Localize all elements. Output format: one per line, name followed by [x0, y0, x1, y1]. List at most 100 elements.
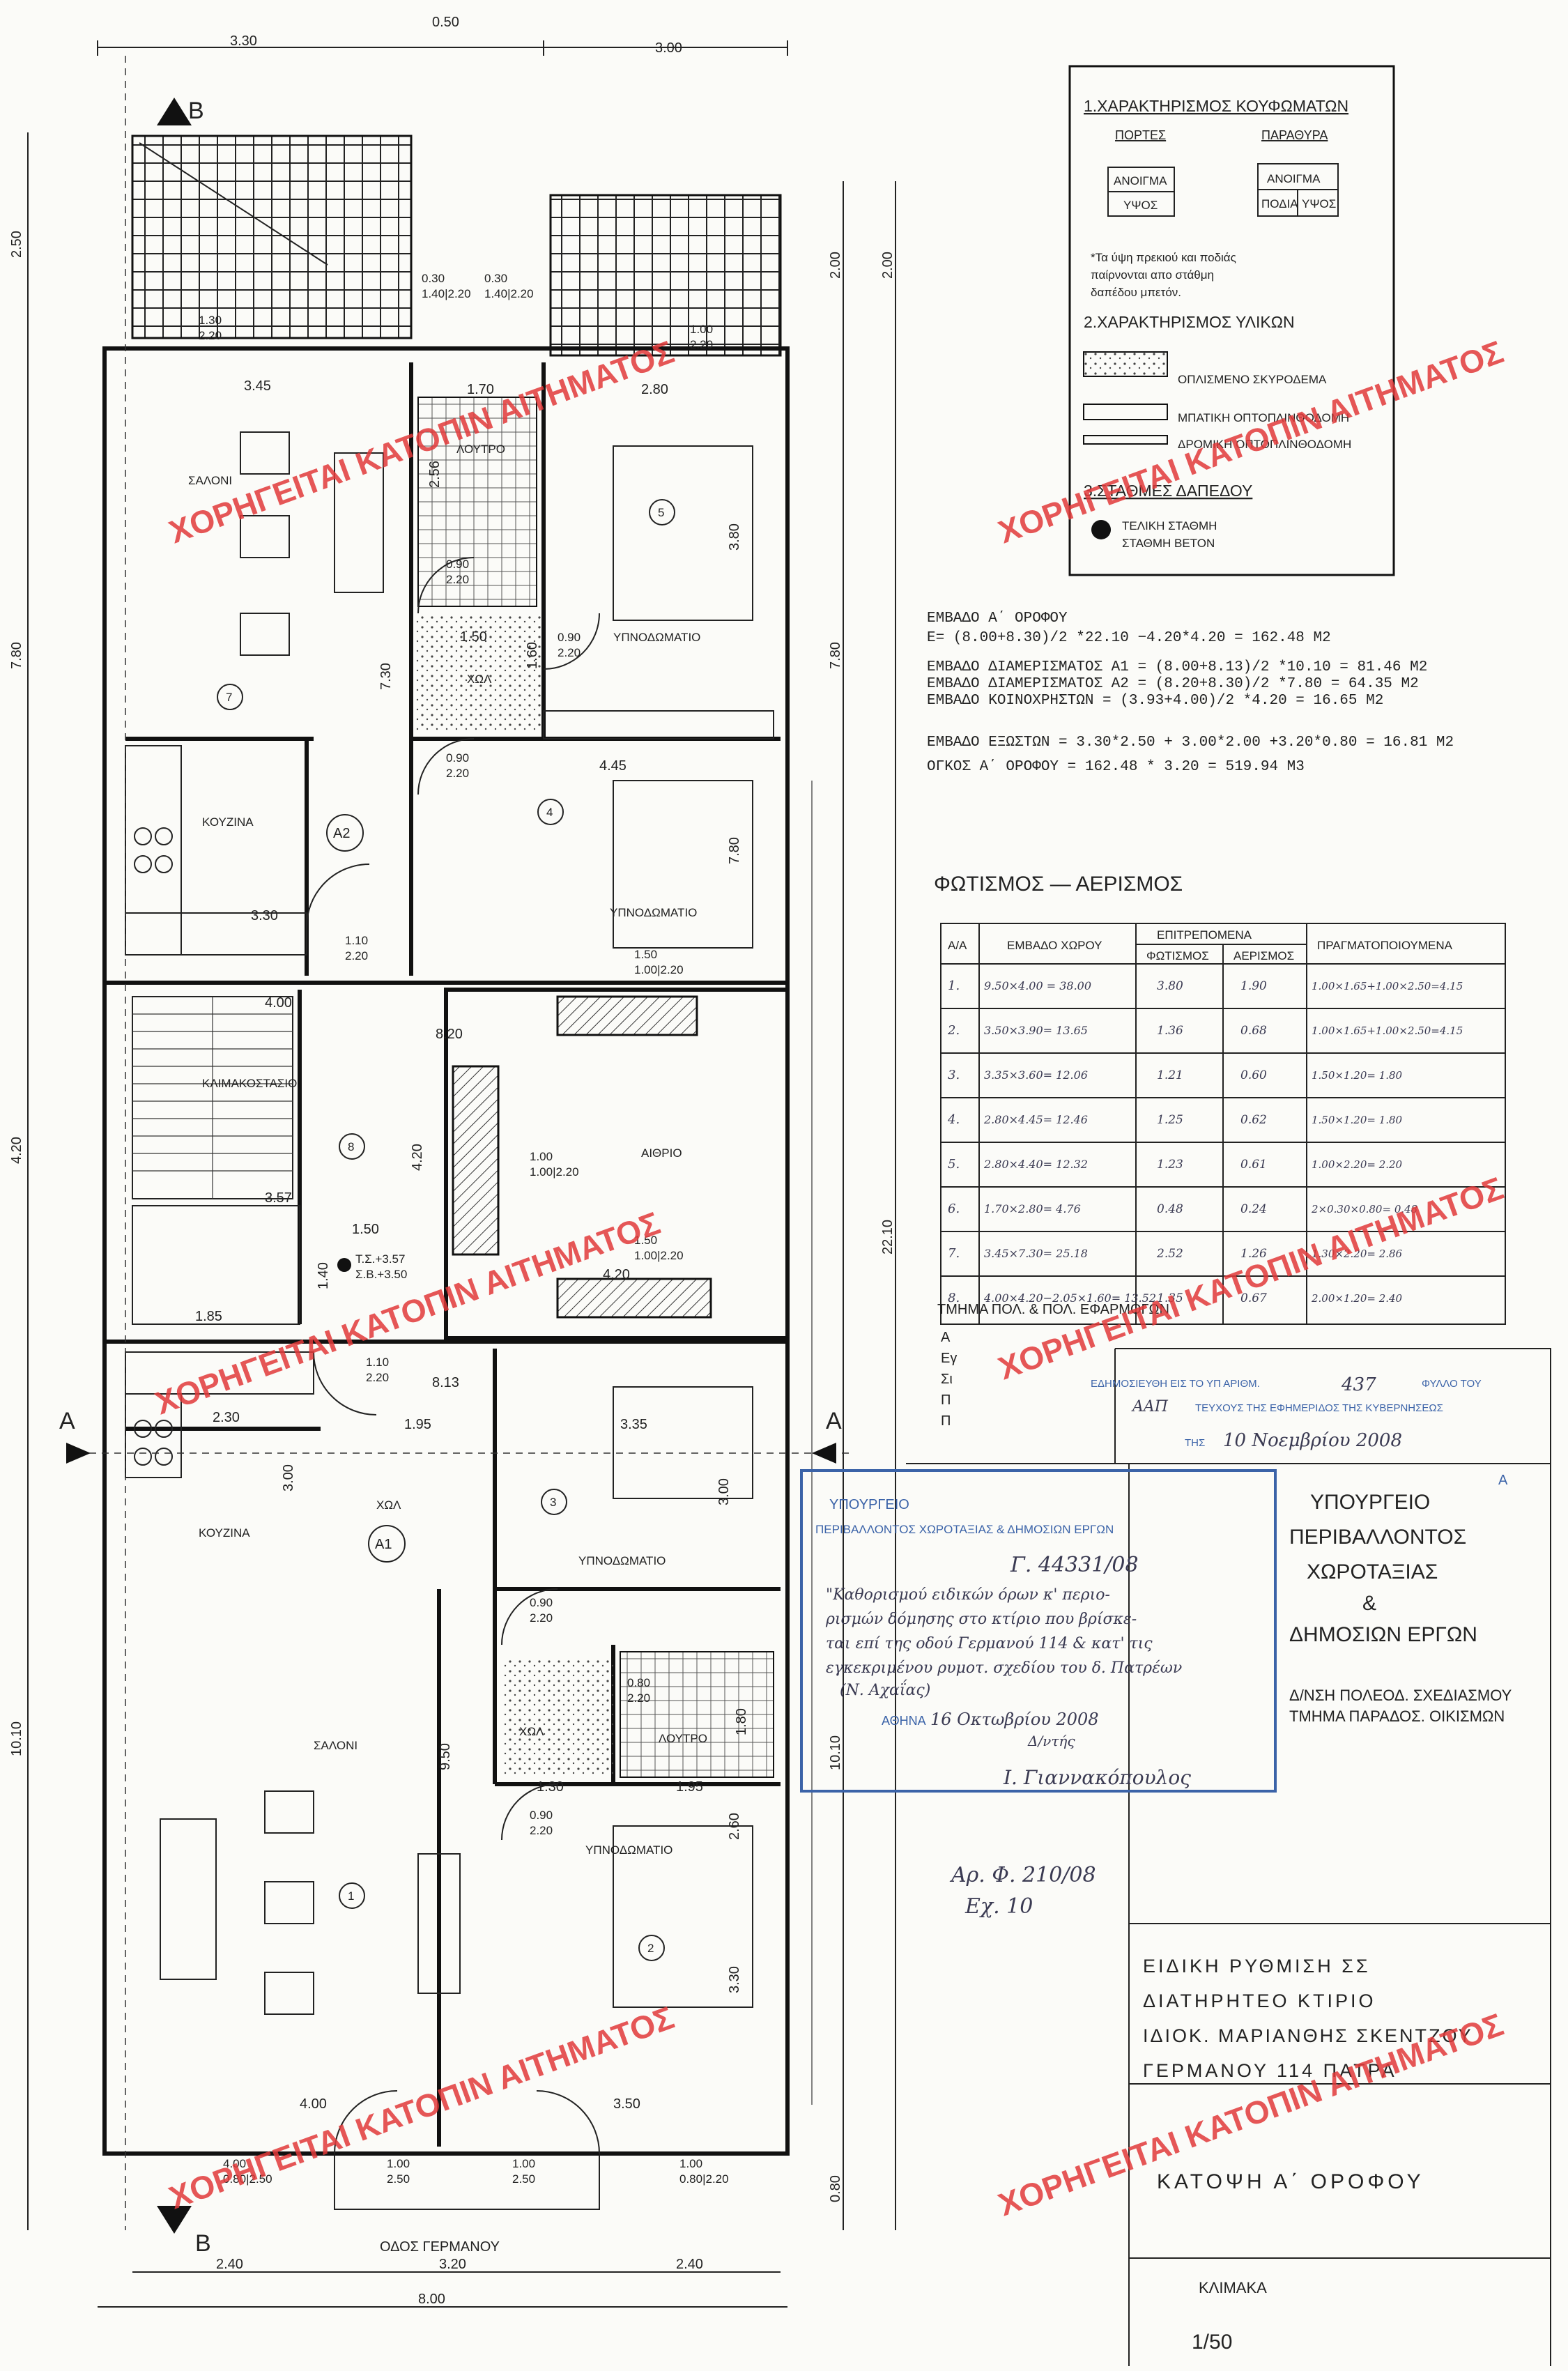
- dim-v780: 7.80: [727, 837, 742, 864]
- dim-345: 3.45: [244, 378, 271, 394]
- lighting-cell: 6.: [948, 1202, 960, 1216]
- svg-text:1.30: 1.30: [199, 314, 222, 327]
- approval-signature: Ι. Γιαννακόπουλος: [1003, 1766, 1191, 1789]
- lighting-col-real: ΠΡΑΓΜΑΤΟΠΟΙΟΥΜΕΝΑ: [1317, 939, 1453, 952]
- lighting-col-allowed: ΕΠΙΤΡΕΠΟΜΕΝΑ: [1157, 928, 1252, 942]
- ministry-line: ΔΗΜΟΣΙΩΝ ΕΡΓΩΝ: [1289, 1623, 1477, 1646]
- department-line: Εγ: [941, 1351, 957, 1366]
- svg-text:0.30: 0.30: [422, 272, 445, 285]
- approval-stamp: ΥΠΟΥΡΓΕΙΟ ΠΕΡΙΒΑΛΛΟΝΤΟΣ ΧΩΡΟΤΑΞΙΑΣ & ΔΗΜ…: [800, 1469, 1277, 1793]
- legend-door-top: ΑΝΟΙΓΜΑ: [1114, 174, 1167, 187]
- project-title-line: ΕΙΔΙΚΗ ΡΥΘΜΙΣΗ ΣΣ: [1143, 1956, 1371, 1977]
- dim-top-right: 3.00: [655, 40, 682, 56]
- department-line: Σι: [941, 1372, 953, 1387]
- svg-text:1.00|2.20: 1.00|2.20: [634, 1249, 684, 1262]
- project-title-line: ΔΙΑΤΗΡΗΤΕΟ ΚΤΙΡΙΟ: [1143, 1990, 1376, 2011]
- department-block: ΤΜΗΜΑ ΠΟΛ. & ΠΟΛ. ΕΦΑΡΜΟΓΩΝ Α Εγ Σι Π Π: [937, 1302, 1169, 1429]
- lighting-table: Α/Α ΕΜΒΑΔΟ ΧΩΡΟΥ ΕΠΙΤΡΕΠΟΜΕΝΑ ΦΩΤΙΣΜΟΣ Α…: [940, 923, 1506, 1325]
- dim-v300a: 3.00: [716, 1478, 732, 1505]
- area-line: ΕΜΒΑΔΟ ΚΟΙΝΟΧΡΗΣΤΩΝ = (3.93+4.00)/2 *4.2…: [927, 693, 1383, 709]
- hall-floor-top: [415, 613, 544, 732]
- lighting-cell: 1.90: [1240, 979, 1267, 993]
- opening-tag: 0.80 2.20: [627, 1676, 650, 1705]
- level-top: T.Σ.+3.57: [355, 1252, 405, 1266]
- section-lines: [77, 56, 850, 2230]
- svg-text:1.40|2.20: 1.40|2.20: [422, 287, 471, 300]
- legend-material-3: ΔΡΟΜΙΚΗ ΟΠΤΟΠΛΙΝΘΟΔΟΜΗ: [1178, 438, 1351, 451]
- lighting-cell: 3.35×3.60= 12.06: [984, 1068, 1088, 1082]
- approval-text: ρισμών δόμησης στο κτίριο που βρίσκε-: [825, 1611, 1137, 1628]
- room-ypnod-4: ΥΠΝΟΔΩΜΑΤΙΟ: [610, 906, 697, 919]
- dim-185: 1.85: [195, 1309, 222, 1324]
- svg-text:1.00: 1.00: [512, 2157, 535, 2170]
- svg-text:0.80: 0.80: [627, 1676, 650, 1689]
- section-mark-a-right: A: [826, 1408, 843, 1434]
- section-mark-b-bottom: B: [195, 2230, 212, 2257]
- gazette-number: 437: [1341, 1374, 1376, 1395]
- room-number-4: 4: [546, 806, 553, 819]
- section-arrow-a-right: [812, 1443, 836, 1464]
- ministry-line: &: [1362, 1592, 1376, 1615]
- watermark: ΧΟΡΗΓΕΙΤΑΙ ΚΑΤΟΠΙΝ ΑΙΤΗΜΑΤΟΣ: [164, 1999, 679, 2216]
- legend-window-sill: ΠΟΔΙΑ: [1261, 197, 1298, 210]
- room-loutro-top: ΛΟΥΤΡΟ: [456, 443, 505, 456]
- dim-820: 8.20: [436, 1027, 463, 1042]
- department-line: Α: [941, 1330, 951, 1345]
- lighting-cell: 3.: [948, 1068, 960, 1082]
- room-numbers: 7 5 4 8 3 1 2 A2 A1: [217, 499, 675, 1961]
- project-title: ΕΙΔΙΚΗ ΡΥΘΜΙΣΗ ΣΣ ΔΙΑΤΗΡΗΤΕΟ ΚΤΙΡΙΟ ΙΔΙΟ…: [1143, 1956, 1473, 2081]
- room-kouzina-top: ΚΟΥΖΙΝΑ: [202, 815, 254, 829]
- dim-left-250: 2.50: [9, 231, 24, 258]
- section-mark-a-left: A: [59, 1408, 76, 1434]
- opening-tag: 0.902.20: [530, 1809, 553, 1837]
- legend-material-2: ΜΠΑΤΙΚΗ ΟΠΤΟΠΛΙΝΘΟΔΟΜΗ: [1178, 411, 1349, 424]
- scale-value: 1/50: [1192, 2331, 1232, 2354]
- gazette-date: 10 Νοεμβρίου 2008: [1223, 1430, 1402, 1451]
- apartment-a1-label: A1: [375, 1537, 392, 1552]
- gazette-mark: Α: [1498, 1473, 1508, 1488]
- lighting-cell: 1.26: [1240, 1247, 1267, 1261]
- svg-text:2.20: 2.20: [627, 1691, 650, 1705]
- dim-left-420: 4.20: [9, 1137, 24, 1164]
- lighting-cell: 1.70×2.80= 4.76: [984, 1202, 1081, 1215]
- project-title-line: ΙΔΙΟΚ. ΜΑΡΙΑΝΘΗΣ ΣΚΕΝΤΖΟΥ: [1143, 2025, 1473, 2046]
- section-arrow-b-bottom: [157, 2206, 192, 2234]
- svg-text:1.10: 1.10: [366, 1356, 389, 1369]
- room-number-5: 5: [658, 506, 664, 519]
- dim-400a: 4.00: [265, 995, 292, 1011]
- ministry-line: ΠΕΡΙΒΑΛΛΟΝΤΟΣ: [1289, 1526, 1466, 1549]
- scale-label: ΚΛΙΜΑΚΑ: [1199, 2279, 1267, 2296]
- dim-v256: 2.56: [427, 461, 443, 488]
- svg-text:1.00: 1.00: [679, 2157, 702, 2170]
- room-xol-mid: ΧΩΛ: [519, 1725, 544, 1738]
- legend-level-1: ΤΕΛΙΚΗ ΣΤΑΘΜΗ: [1122, 519, 1217, 532]
- legend-level-icon: [1091, 520, 1111, 539]
- opening-tag: 1.002.20: [690, 323, 713, 351]
- dim-350: 3.50: [613, 2096, 640, 2112]
- dim-335: 3.35: [620, 1417, 647, 1432]
- dim-left-1010: 10.10: [9, 1721, 24, 1756]
- approval-text: εγκεκριμένου ρυμοτ. σχεδίου του δ. Πατρέ…: [826, 1659, 1182, 1677]
- section-arrow-a-left: [66, 1443, 91, 1464]
- room-aithrio: ΑΙΘΡΙΟ: [641, 1146, 682, 1160]
- atrium-planter-top: [556, 995, 698, 1036]
- door-swings: [306, 557, 600, 2154]
- approval-text: (Ν. Αχαΐας): [840, 1679, 930, 1699]
- legend-window-height: ΥΨΟΣ: [1302, 197, 1336, 210]
- staircase-steps: [132, 996, 293, 1199]
- lighting-cell: 0.60: [1240, 1068, 1267, 1082]
- legend-window-top: ΑΝΟΙΓΜΑ: [1267, 172, 1321, 185]
- svg-text:2.20: 2.20: [446, 767, 469, 780]
- svg-text:2.50: 2.50: [387, 2172, 410, 2186]
- lighting-title: ΦΩΤΙΣΜΟΣ — ΑΕΡΙΣΜΟΣ: [934, 873, 1183, 896]
- hall-floor-mid: [502, 1659, 613, 1777]
- dim-230: 2.30: [213, 1410, 240, 1425]
- opening-tag: 1.001.00|2.20: [530, 1150, 579, 1179]
- opening-tags: 1.302.20 1.002.20 0.301.40|2.20 0.301.40…: [199, 272, 729, 2186]
- legend-brick-swatch: [1083, 404, 1168, 420]
- opening-tag: 4.000.80|2.50: [223, 2157, 272, 2186]
- dim-bottom-240a: 2.40: [216, 2257, 243, 2272]
- lighting-cell: 8.: [948, 1291, 960, 1305]
- svg-text:1.00|2.20: 1.00|2.20: [634, 963, 684, 976]
